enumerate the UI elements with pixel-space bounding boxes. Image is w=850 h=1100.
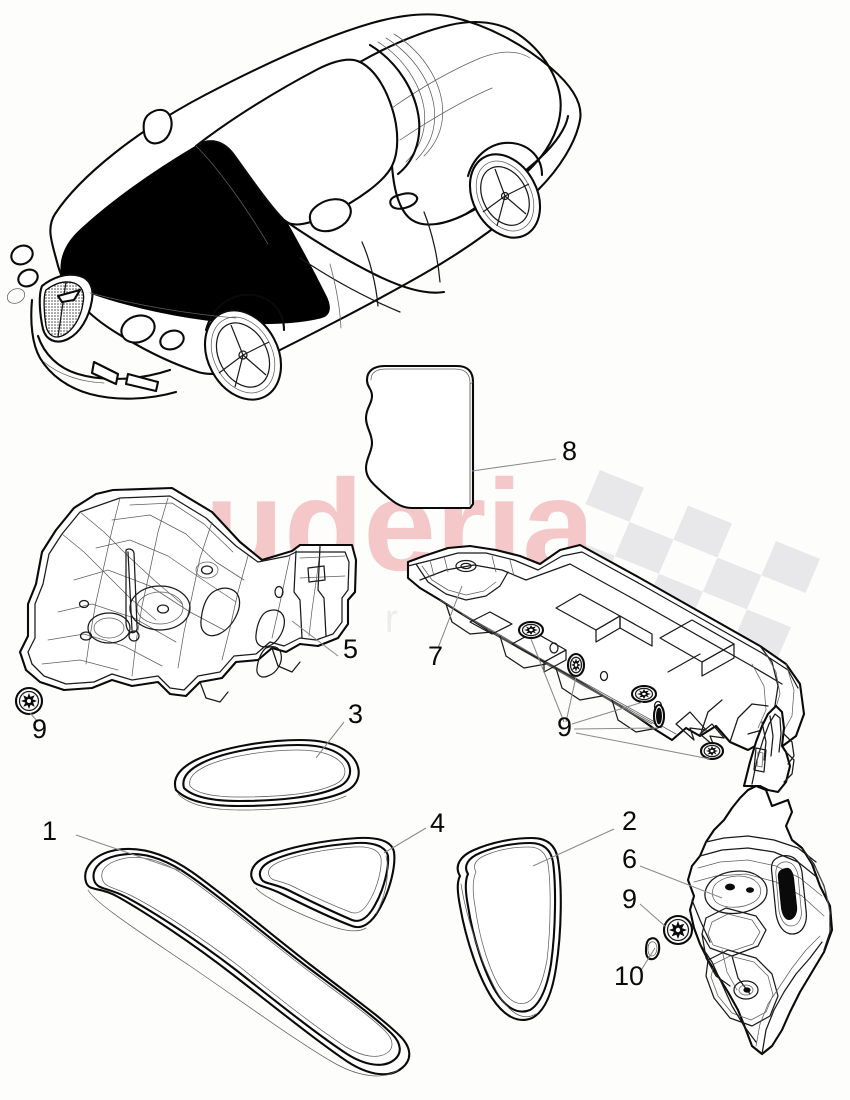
callout-label-3[interactable]: 3	[348, 699, 364, 729]
callout-label-10[interactable]: 10	[614, 961, 645, 991]
push-clip-group-center	[517, 620, 725, 761]
part-10-grommet-oval	[644, 937, 661, 961]
leader-lines	[29, 458, 723, 973]
part-1-seal-long-curved	[84, 847, 411, 1077]
callout-label-8[interactable]: 8	[562, 436, 578, 466]
rear-wheel	[468, 153, 542, 239]
front-wheel	[203, 309, 283, 401]
part-8-insulation-mat-flat	[364, 364, 475, 510]
callout-label-1[interactable]: 1	[42, 816, 58, 846]
callout-label-5[interactable]: 5	[343, 634, 359, 664]
part-6-insulation-wheelhouse-right	[686, 704, 834, 1056]
part-5-insulation-wheelhouse-left	[18, 486, 358, 703]
callout-label-7[interactable]: 7	[428, 641, 444, 671]
part-4-seal-triangular-small	[250, 836, 396, 932]
callout-label-9-left[interactable]: 9	[32, 714, 48, 744]
callout-label-4[interactable]: 4	[430, 808, 446, 838]
bentley-winged-b-badge	[56, 288, 82, 304]
callout-label-2[interactable]: 2	[622, 806, 638, 836]
callout-label-9-right[interactable]: 9	[622, 884, 638, 914]
push-clip-left	[14, 686, 44, 716]
part-3-seal-wedge-upper	[174, 738, 360, 811]
part-2-seal-triangular-right	[456, 836, 562, 1021]
push-clip-right	[662, 914, 694, 946]
callout-label-6[interactable]: 6	[622, 844, 638, 874]
callout-label-9-center[interactable]: 9	[557, 712, 573, 742]
vehicle-illustration	[6, 13, 582, 401]
